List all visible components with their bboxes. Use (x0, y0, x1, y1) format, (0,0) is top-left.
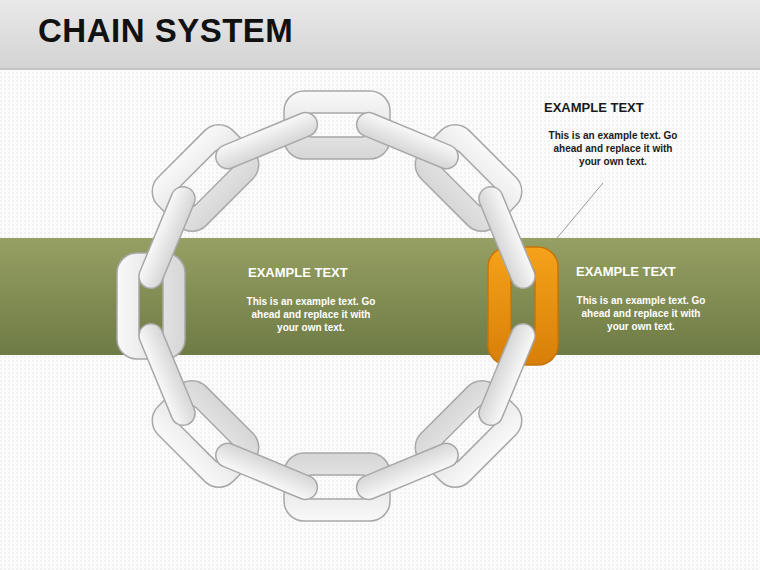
title: CHAIN SYSTEM (38, 12, 293, 50)
link-bar (353, 440, 462, 504)
link-bar (212, 109, 321, 173)
callout-heading: EXAMPLE TEXT (544, 100, 644, 115)
side-link (353, 109, 462, 173)
side-link (212, 109, 321, 173)
leader-line (557, 183, 603, 238)
body-text: This is an example text. Go ahead and re… (576, 294, 706, 333)
side-link (212, 440, 321, 504)
link-bar (475, 320, 539, 429)
link-bar (135, 183, 199, 292)
side-link (135, 183, 199, 292)
link-bar (475, 183, 539, 292)
callout-text: This is an example text. Go ahead and re… (548, 129, 678, 168)
side-link (475, 183, 539, 292)
green-band: EXAMPLE TEXT This is an example text. Go … (0, 238, 760, 355)
body-text: This is an example text. Go ahead and re… (246, 295, 376, 334)
link-bar (212, 440, 321, 504)
side-link (475, 320, 539, 429)
link-bar (353, 109, 462, 173)
link-bar (135, 320, 199, 429)
heading: EXAMPLE TEXT (248, 265, 348, 280)
side-link (135, 320, 199, 429)
side-link (353, 440, 462, 504)
title-bar (0, 0, 760, 68)
heading: EXAMPLE TEXT (576, 264, 676, 279)
